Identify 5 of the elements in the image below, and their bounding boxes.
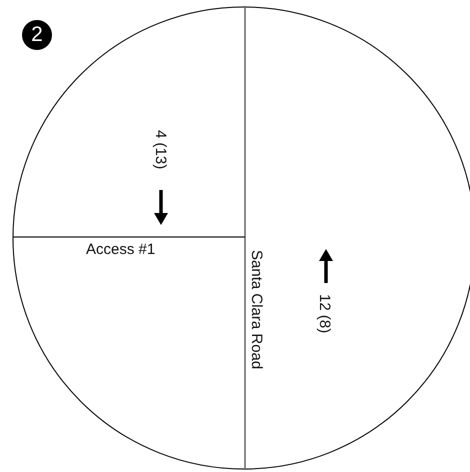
traffic-volume: 12 (8) <box>317 294 332 334</box>
street-label: Santa Clara Road <box>249 250 264 370</box>
callout-number: 2 <box>22 20 52 50</box>
street-label: Access #1 <box>86 242 156 257</box>
traffic-volume: 4 (13) <box>153 130 168 170</box>
